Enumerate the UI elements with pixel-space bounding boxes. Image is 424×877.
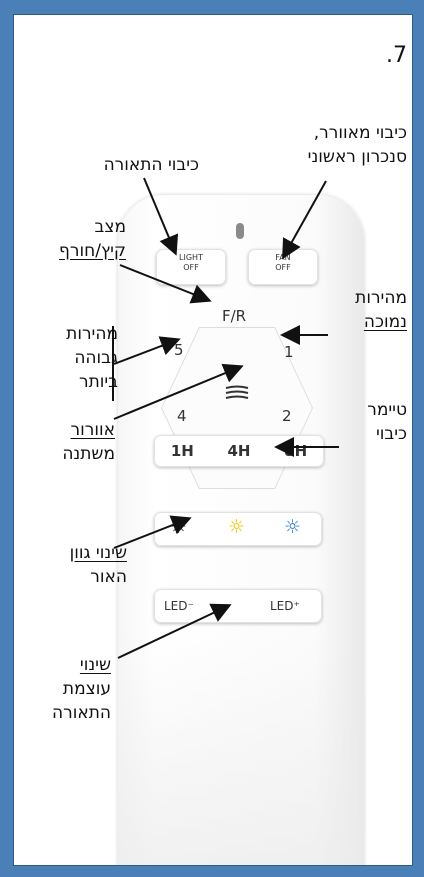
label-light-intensity-line2: עוצמת — [62, 679, 111, 699]
timer-button-row: 1H 4H 8H — [154, 435, 324, 467]
label-variable-airflow: אוורור משתנה — [62, 418, 115, 466]
led-plus-button[interactable]: LED⁺ — [270, 599, 300, 613]
light-off-line1: LIGHT — [179, 253, 203, 262]
speed-2-button[interactable]: 2 — [282, 407, 292, 425]
label-timer-line2: כיבוי — [375, 424, 407, 444]
label-season-mode: מצב קיץ/חורף — [59, 215, 126, 263]
speed-1-button[interactable]: 1 — [284, 343, 294, 361]
speed-5-button[interactable]: 5 — [174, 341, 184, 359]
label-fan-power-line1: כיבוי מאוורר, — [313, 123, 407, 143]
label-light-tone: שינוי גוון האור — [70, 541, 127, 589]
label-low-speed-line2: נמוכה — [363, 312, 407, 332]
label-high-speed-line2: גבוהה — [74, 348, 118, 368]
instruction-panel: .7 LIGHT OFF FAN OFF F/R 5 1 4 2 3 — [13, 14, 413, 866]
label-season-mode-line1: מצב — [94, 217, 126, 237]
label-high-speed-line1: מהירות — [66, 324, 118, 344]
label-variable-airflow-line2: משתנה — [62, 444, 115, 464]
step-number: .7 — [386, 43, 407, 68]
indicator-led — [236, 223, 244, 239]
label-low-speed-line1: מהירות — [355, 288, 407, 308]
label-fan-power-line2: סנכרון ראשוני — [307, 147, 407, 167]
label-season-mode-line2: קיץ/חורף — [59, 241, 126, 261]
fan-off-button[interactable]: FAN OFF — [248, 249, 318, 285]
label-timer-line1: טיימר — [367, 400, 407, 420]
light-off-line2: OFF — [183, 263, 199, 272]
light-off-button[interactable]: LIGHT OFF — [156, 249, 226, 285]
warm-light-icon[interactable]: ☼ — [170, 516, 188, 538]
remote-shading — [118, 635, 364, 865]
label-variable-airflow-line1: אוורור — [70, 420, 115, 440]
label-light-tone-line2: האור — [90, 567, 127, 587]
speed-4-button[interactable]: 4 — [177, 407, 187, 425]
timer-8h-button[interactable]: 8H — [284, 442, 308, 460]
timer-1h-button[interactable]: 1H — [170, 442, 194, 460]
label-light-intensity-line1: שינוי — [79, 655, 111, 675]
neutral-light-icon[interactable]: ☼ — [228, 516, 246, 538]
label-high-speed-line3: ביותר — [78, 372, 118, 392]
label-high-speed: מהירות גבוהה ביותר — [66, 322, 118, 394]
label-timer: טיימר כיבוי — [367, 398, 407, 446]
fan-off-line2: OFF — [275, 263, 291, 272]
timer-4h-button[interactable]: 4H — [227, 442, 251, 460]
wind-icon[interactable] — [224, 385, 250, 401]
fr-button[interactable]: F/R — [222, 307, 247, 325]
label-fan-power: כיבוי מאוורר, סנכרון ראשוני — [308, 121, 407, 169]
led-button-row: LED⁻ LED⁺ — [154, 589, 322, 623]
label-light-tone-line1: שינוי גוון — [69, 543, 127, 563]
label-low-speed: מהירות נמוכה — [355, 286, 407, 334]
led-minus-button[interactable]: LED⁻ — [164, 599, 194, 613]
label-light-intensity: שינוי עוצמת התאורה — [52, 653, 111, 725]
fan-off-line1: FAN — [275, 253, 291, 262]
label-light-off-line1: כיבוי התאורה — [103, 155, 199, 175]
high-speed-bracket — [112, 326, 114, 401]
cool-light-icon[interactable]: ☼ — [284, 516, 302, 538]
label-light-off: כיבוי התאורה — [104, 153, 199, 177]
label-light-intensity-line3: התאורה — [52, 703, 111, 723]
tone-button-row: ☼ ☼ ☼ — [154, 512, 322, 546]
remote-control: LIGHT OFF FAN OFF F/R 5 1 4 2 3 1H 4H 8H — [118, 195, 364, 865]
